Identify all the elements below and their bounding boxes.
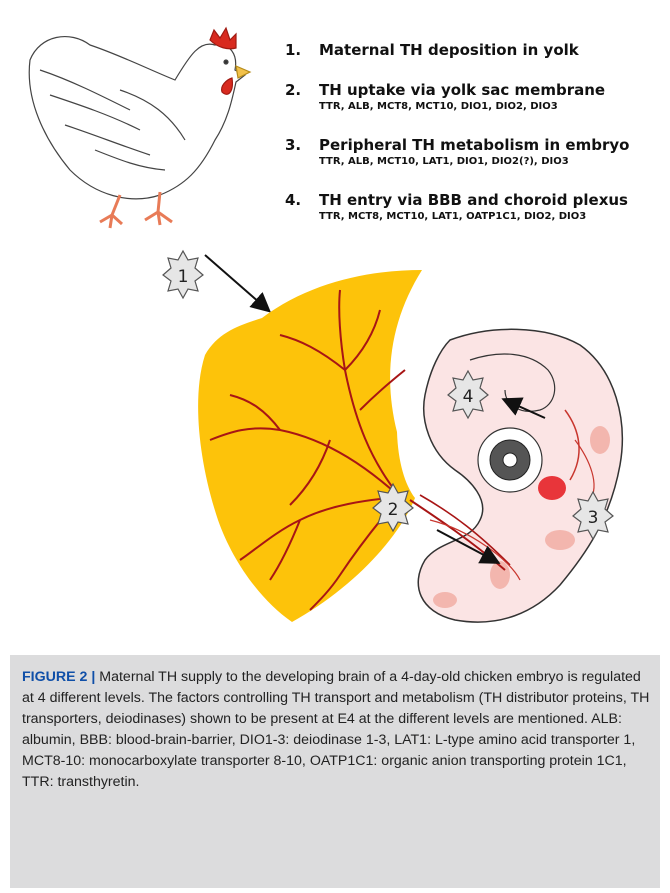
embryo-illustration bbox=[410, 329, 622, 622]
level-title: TH entry via BBB and choroid plexus bbox=[319, 191, 628, 209]
level-title: Maternal TH deposition in yolk bbox=[319, 41, 579, 59]
yolk-sac bbox=[198, 270, 422, 622]
marker-label: 4 bbox=[463, 387, 474, 407]
marker-label: 3 bbox=[588, 508, 599, 528]
figure-illustration: 1 2 3 4 1.Maternal TH deposition in yolk… bbox=[0, 0, 670, 650]
level-factors: TTR, ALB, MCT10, LAT1, DIO1, DIO2(?), DI… bbox=[319, 156, 629, 167]
hen-illustration bbox=[29, 28, 250, 228]
caption-label: FIGURE 2 | bbox=[22, 669, 95, 685]
level-2: 2.TH uptake via yolk sac membrane TTR, A… bbox=[285, 80, 605, 112]
caption-box: FIGURE 2 | Maternal TH supply to the dev… bbox=[10, 655, 660, 888]
level-number: 3. bbox=[285, 136, 319, 154]
arrow-icon bbox=[205, 255, 268, 310]
star-marker-4: 4 bbox=[448, 371, 488, 418]
star-marker-1: 1 bbox=[163, 251, 203, 298]
marker-label: 1 bbox=[178, 267, 189, 287]
marker-label: 2 bbox=[388, 500, 399, 520]
caption-text: Maternal TH supply to the developing bra… bbox=[22, 669, 649, 790]
level-number: 1. bbox=[285, 41, 319, 59]
level-title: TH uptake via yolk sac membrane bbox=[319, 81, 605, 99]
level-title: Peripheral TH metabolism in embryo bbox=[319, 136, 629, 154]
level-3: 3.Peripheral TH metabolism in embryo TTR… bbox=[285, 135, 629, 167]
figure-caption: FIGURE 2 | Maternal TH supply to the dev… bbox=[22, 667, 652, 793]
level-1: 1.Maternal TH deposition in yolk bbox=[285, 40, 579, 59]
level-4: 4.TH entry via BBB and choroid plexus TT… bbox=[285, 190, 628, 222]
star-marker-2: 2 bbox=[373, 484, 413, 531]
level-number: 4. bbox=[285, 191, 319, 209]
level-factors: TTR, ALB, MCT8, MCT10, DIO1, DIO2, DIO3 bbox=[319, 101, 605, 112]
level-number: 2. bbox=[285, 81, 319, 99]
level-factors: TTR, MCT8, MCT10, LAT1, OATP1C1, DIO2, D… bbox=[319, 211, 628, 222]
star-marker-3: 3 bbox=[573, 492, 613, 539]
